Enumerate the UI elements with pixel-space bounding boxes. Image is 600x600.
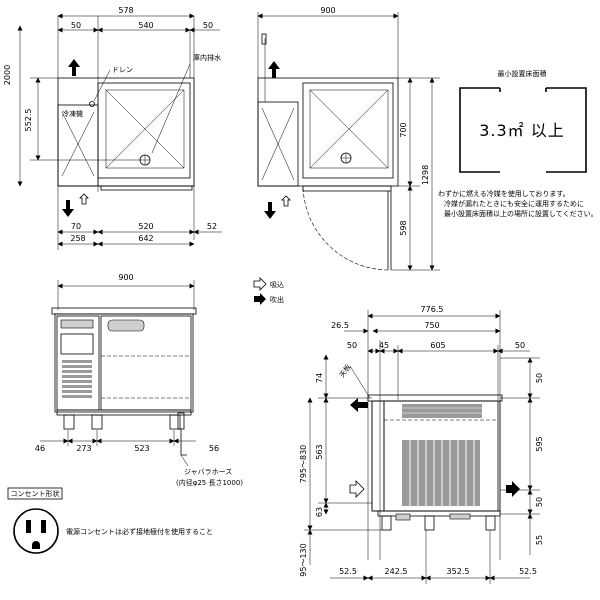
outlet-title: コンセント形状 bbox=[11, 489, 60, 498]
outlet-section: コンセント形状 電源コンセントは必ず接地極付を使用すること bbox=[7, 487, 213, 554]
grounded-outlet-icon bbox=[13, 508, 59, 554]
intake-arrow-icon bbox=[349, 480, 365, 498]
dim-70: 70 bbox=[71, 222, 81, 231]
exhaust-legend-icon bbox=[254, 293, 266, 305]
intake-legend-label: 吸込 bbox=[270, 280, 284, 289]
dim-74: 74 bbox=[315, 373, 324, 383]
exhaust-arrow-icon bbox=[68, 59, 80, 76]
min-area-note-1: わずかに燃える冷媒を使用しております。 bbox=[438, 189, 570, 198]
exhaust-arrow-icon bbox=[268, 61, 280, 78]
condenser-fins bbox=[402, 404, 482, 418]
exhaust-legend-label: 吹出 bbox=[270, 295, 284, 304]
dim-578: 578 bbox=[118, 6, 133, 15]
plan-view-right: 900 700 598 1298 bbox=[257, 6, 440, 271]
exhaust-arrow-icon bbox=[506, 481, 520, 497]
outlet-note: 電源コンセントは必ず接地極付を使用すること bbox=[66, 527, 213, 536]
dim-540: 540 bbox=[138, 21, 153, 30]
dim-242-5: 242.5 bbox=[385, 567, 408, 576]
front-louver bbox=[62, 360, 92, 398]
dim-776-5: 776.5 bbox=[421, 305, 444, 314]
dim-258: 258 bbox=[70, 234, 85, 243]
hose-spec: (内径φ25 長さ1000) bbox=[176, 478, 243, 487]
intake-arrow-icon bbox=[281, 195, 291, 207]
dim-95-130: 95～130 bbox=[299, 543, 308, 576]
side-louver bbox=[402, 440, 480, 506]
min-area-title: 最小設置床面積 bbox=[498, 69, 547, 78]
dim-795-830: 795～830 bbox=[299, 445, 308, 484]
dim-700: 700 bbox=[399, 122, 408, 137]
dim-45: 45 bbox=[379, 341, 389, 350]
airflow-legend: 吸込 吹出 bbox=[253, 277, 284, 305]
label-drain: ドレン bbox=[112, 66, 133, 74]
dim-598: 598 bbox=[399, 220, 408, 235]
dim-523: 523 bbox=[134, 444, 149, 453]
plan-view-left: 578 540 50 50 2000 552.5 ドレン 庫内排水 冷凍機 70… bbox=[3, 6, 222, 250]
min-area-value: 3.3㎡ 以上 bbox=[479, 121, 565, 140]
exhaust-arrow-icon bbox=[62, 200, 74, 217]
dim-52-5-left: 52.5 bbox=[339, 567, 357, 576]
dim-273: 273 bbox=[76, 444, 91, 453]
dim-50-side-a: 50 bbox=[347, 341, 357, 350]
dim-50-right-a: 50 bbox=[535, 373, 544, 383]
min-area-note-2: 冷媒が漏れたときにも安全に運用するために bbox=[444, 199, 584, 208]
dim-56: 56 bbox=[209, 444, 219, 453]
label-freezer: 冷凍機 bbox=[62, 109, 83, 118]
door-handle bbox=[107, 319, 145, 332]
min-install-area: 最小設置床面積 3.3㎡ 以上 わずかに燃える冷媒を使用しております。 冷媒が漏… bbox=[438, 69, 598, 218]
front-view: 900 bbox=[35, 273, 243, 487]
dim-563: 563 bbox=[315, 444, 324, 459]
exhaust-arrow-icon bbox=[264, 202, 276, 219]
dim-63: 63 bbox=[315, 507, 324, 517]
dim-750: 750 bbox=[424, 321, 439, 330]
drain-outlet-icon bbox=[89, 101, 95, 107]
dim-55: 55 bbox=[535, 535, 544, 545]
dim-552-5: 552.5 bbox=[24, 109, 33, 132]
dim-26-5: 26.5 bbox=[331, 321, 349, 330]
side-view: 776.5 750 26.5 50 45 605 50 bbox=[299, 305, 544, 584]
dim-50-right-b: 50 bbox=[535, 497, 544, 507]
hose-label: ジャバラホース bbox=[184, 468, 232, 476]
dim-520: 520 bbox=[138, 222, 153, 231]
dim-605: 605 bbox=[430, 341, 445, 350]
dim-52-5-right: 52.5 bbox=[519, 567, 537, 576]
dim-900-front: 900 bbox=[118, 273, 133, 282]
exhaust-arrow-icon bbox=[350, 398, 368, 412]
dim-52: 52 bbox=[207, 222, 217, 231]
label-chamber-drain: 庫内排水 bbox=[193, 53, 221, 62]
intake-arrow-icon bbox=[79, 193, 89, 205]
dim-642: 642 bbox=[138, 234, 153, 243]
intake-legend-icon bbox=[253, 277, 267, 291]
dim-50-left: 50 bbox=[71, 21, 81, 30]
dim-1298: 1298 bbox=[421, 165, 430, 185]
dim-2000: 2000 bbox=[3, 65, 12, 85]
dim-50-side-b: 50 bbox=[515, 341, 525, 350]
top-plate-label: 天板 bbox=[337, 363, 352, 380]
dim-900-top-right: 900 bbox=[320, 6, 335, 15]
min-area-note-3: 最小設置床面積以上の場所に設置してください。 bbox=[444, 209, 598, 218]
dim-595: 595 bbox=[535, 436, 544, 451]
dim-46: 46 bbox=[35, 444, 45, 453]
dim-352-5: 352.5 bbox=[447, 567, 470, 576]
dim-50-top: 50 bbox=[203, 21, 213, 30]
